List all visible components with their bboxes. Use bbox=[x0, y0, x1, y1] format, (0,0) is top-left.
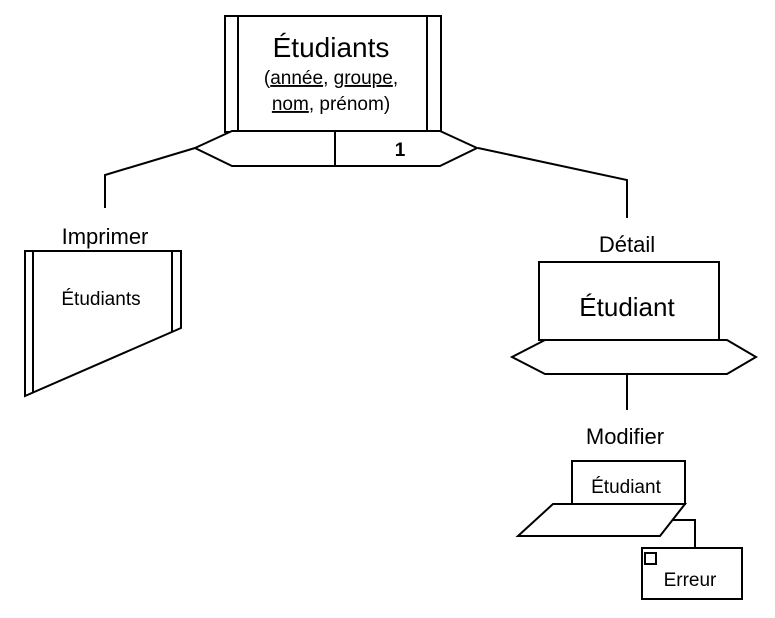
imprimer-report-title: Étudiants bbox=[61, 289, 140, 310]
detail-selector-hexagon[interactable] bbox=[509, 339, 758, 375]
attribute-groupe: groupe bbox=[334, 68, 393, 89]
imprimer-label[interactable]: Imprimer bbox=[62, 224, 149, 249]
erreur-box bbox=[641, 547, 743, 600]
connector-root-detail bbox=[477, 147, 628, 218]
root-entity-attributes-line2: nom, prénom) bbox=[272, 94, 390, 115]
modifier-branch[interactable]: Modifier Étudiant bbox=[515, 424, 688, 537]
root-entity-box bbox=[224, 15, 442, 133]
modifier-label[interactable]: Modifier bbox=[586, 424, 664, 449]
attribute-annee: année bbox=[270, 68, 323, 89]
erreur-label: Erreur bbox=[664, 570, 717, 591]
root-entity-attributes-line1: (année, groupe, bbox=[264, 68, 398, 89]
modifier-input-parallelogram bbox=[515, 503, 688, 537]
imprimer-branch[interactable]: Imprimer Étudiants bbox=[24, 224, 182, 398]
detail-label[interactable]: Détail bbox=[599, 232, 655, 257]
attribute-prenom: prénom bbox=[319, 94, 383, 115]
detail-branch[interactable]: Détail Étudiant bbox=[509, 232, 758, 375]
modifier-form-title: Étudiant bbox=[591, 477, 661, 498]
root-entity[interactable]: Étudiants (année, groupe, nom, prénom) 1 bbox=[192, 15, 480, 167]
connector-root-imprimer bbox=[104, 147, 196, 208]
imprimer-report-shape bbox=[24, 250, 182, 398]
erreur-checkbox-icon[interactable] bbox=[644, 552, 657, 565]
detail-form-title: Étudiant bbox=[579, 292, 675, 322]
root-cardinality: 1 bbox=[395, 140, 406, 161]
attribute-nom: nom bbox=[272, 94, 309, 115]
root-entity-title: Étudiants bbox=[273, 32, 390, 63]
erreur-branch[interactable]: Erreur bbox=[641, 547, 743, 600]
